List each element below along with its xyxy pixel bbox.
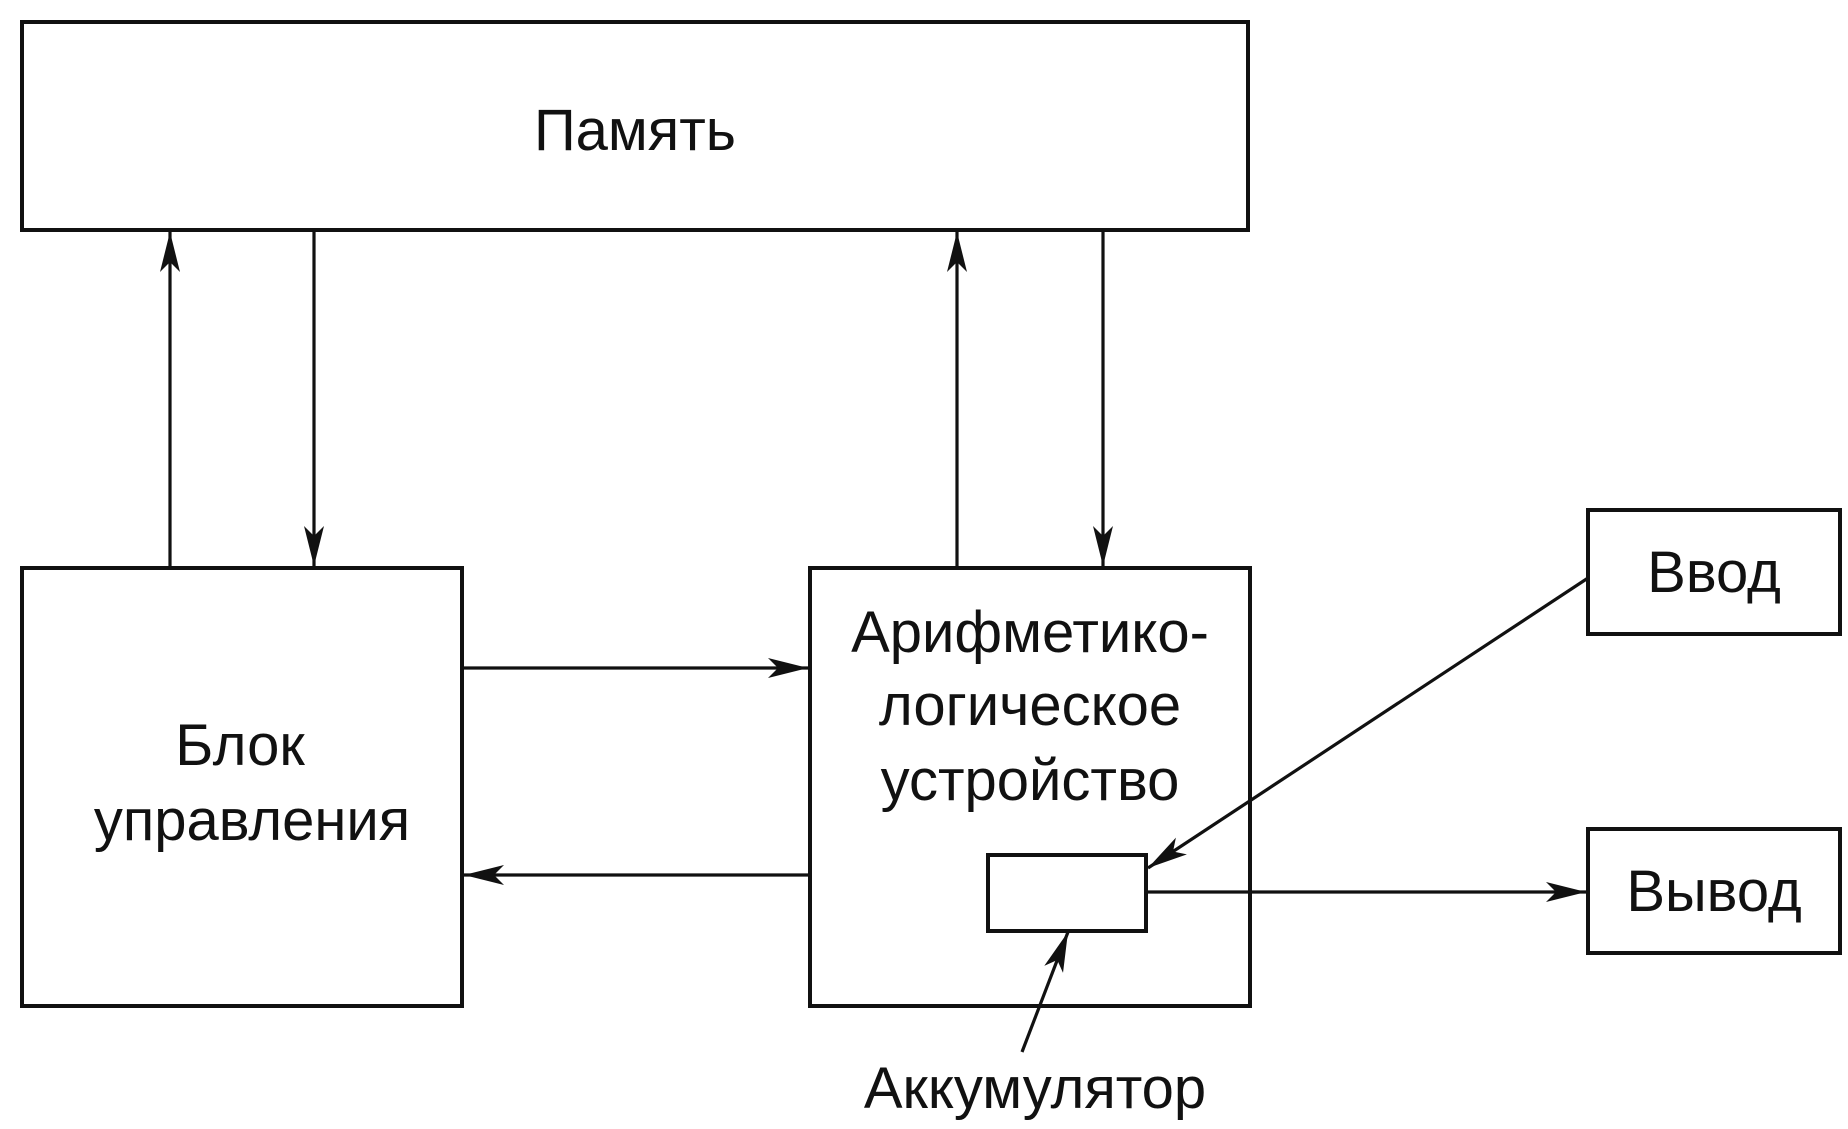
- control-unit-label-line-2: управления: [94, 788, 410, 853]
- input-box: [1586, 508, 1842, 636]
- alu-label-line-3: устройство: [881, 748, 1180, 813]
- memory-label: Память: [534, 98, 736, 163]
- control-unit-box: [20, 566, 464, 1008]
- edge-input-to-accumulator: [1147, 576, 1589, 870]
- alu-label-line-1: Арифметико-: [851, 600, 1209, 665]
- accumulator-box: [986, 853, 1148, 933]
- accumulator-caption: Аккумулятор: [864, 1056, 1206, 1121]
- edge-caption-to-accumulator: [1020, 931, 1070, 1053]
- input-label: Ввод: [1647, 540, 1781, 605]
- output-label: Вывод: [1626, 859, 1801, 924]
- memory-box: [20, 20, 1250, 232]
- output-box: [1586, 827, 1842, 955]
- control-unit-label-line-1: Блок: [175, 713, 305, 778]
- alu-label-line-2: логическое: [879, 673, 1181, 738]
